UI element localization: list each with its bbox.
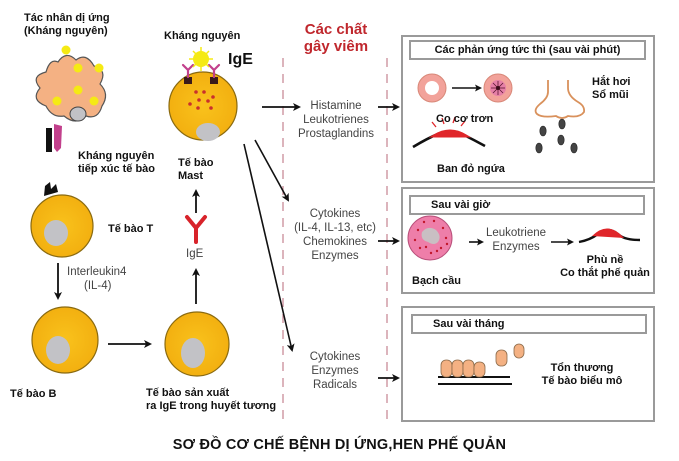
t-cell [30,182,94,258]
plasma-cell [164,311,230,377]
mast-cell-label: Tế bào Mast [178,157,214,182]
mast-cell [168,47,238,141]
rash-icon [412,116,486,149]
bronchospasm-label: Phù nề Co thắt phế quản [560,254,650,279]
receptor-black [46,128,52,152]
leukotriene-label: Leukotriene Enzymes [485,227,547,253]
leukocyte-label: Bạch cầu [412,275,461,287]
mediators-heading: Các chất gây viêm [303,21,369,55]
mediators-group1: Histamine Leukotrienes Prostaglandins [297,100,375,140]
mast-ige-label: IgE [228,51,253,68]
airway-constricted-icon [483,73,513,103]
bronchial-edema-icon [578,228,641,244]
mast-granules [188,90,215,110]
antigen-contact-label: Kháng nguyên tiếp xúc tế bào [78,150,156,175]
arrow-mast-to-group3 [243,143,295,352]
nose-icon [534,80,586,119]
rash-label: Ban đỏ ngứa [437,163,505,175]
t-cell-label: Tế bào T [108,223,154,235]
mediators-group2: Cytokines (IL-4, IL-13, etc) Chemokines … [294,208,376,262]
b-cell [31,306,99,374]
antigen-presenting-cell [35,54,107,152]
airway-relaxed-icon [417,73,447,103]
nasal-drops-icon [535,118,578,154]
epithelial-damage-label: Tổn thương Tế bào biểu mô [541,362,623,387]
mast-antigen-label: Kháng nguyên [164,30,241,42]
months-response-header: Sau vài tháng [411,314,647,334]
allergen-particles [52,45,104,106]
interleukin-label: Interleukin4 (IL-4) [67,266,127,292]
ige-label: IgE [186,248,204,260]
divider-lines [282,58,388,420]
mediators-group3: Cytokines Enzymes Radicals [309,351,361,391]
t-cell-receptor [44,182,58,196]
diagram-title: SƠ ĐỒ CƠ CHẾ BỆNH DỊ ỨNG,HEN PHẾ QUẢN [172,437,507,453]
mast-ige-receptors [181,63,221,79]
plasma-cell-label: Tế bào sản xuất ra IgE trong huyết tương [146,387,277,412]
receptor-pink [54,124,62,152]
allergen-label: Tác nhân dị ứng (Kháng nguyên) [24,12,110,37]
damaged-epithelium-icon [438,343,525,385]
hours-response-header: Sau vài giờ [409,195,645,215]
ige-antibody-icon [185,215,207,244]
sneeze-label: Hắt hơi Sổ mũi [592,76,631,101]
b-cell-label: Tế bào B [10,388,57,400]
immediate-response-header: Các phản ứng tức thì (sau vài phút) [409,40,646,60]
bound-antigen-icon [189,47,213,71]
arrow-mast-to-group2 [254,139,289,202]
smooth-muscle-label: Co cơ trơn [436,113,494,125]
leukocyte-icon [407,215,453,261]
nucleus [69,106,87,122]
